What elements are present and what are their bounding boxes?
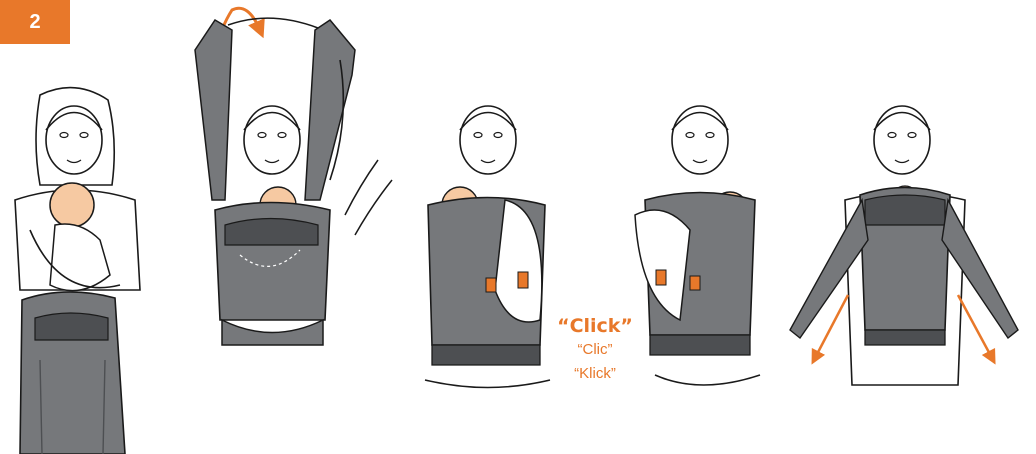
buckle-icon [518, 272, 528, 288]
swing-motion-lines [345, 160, 392, 235]
carrier-hanging-1 [20, 292, 125, 454]
buckle-icon [656, 270, 666, 285]
panel-4-buckle-right [635, 106, 760, 385]
panel-3-buckle-left [425, 106, 550, 388]
panel-1-hold-baby [15, 88, 140, 454]
click-text-french: “Clic” [540, 338, 650, 362]
click-sound-label: “Click” “Clic” “Klick” [540, 314, 650, 386]
buckle-icon [690, 276, 700, 290]
buckle-icon [486, 278, 496, 292]
carrier-front-2 [215, 203, 330, 346]
click-text-german: “Klick” [540, 362, 650, 386]
click-text-primary: “Click” [540, 314, 650, 338]
panel-2-lift-straps [195, 8, 392, 345]
baby-leg-4 [635, 210, 690, 320]
panel-5-tighten [790, 106, 1018, 385]
carrier-front-5 [860, 188, 950, 346]
